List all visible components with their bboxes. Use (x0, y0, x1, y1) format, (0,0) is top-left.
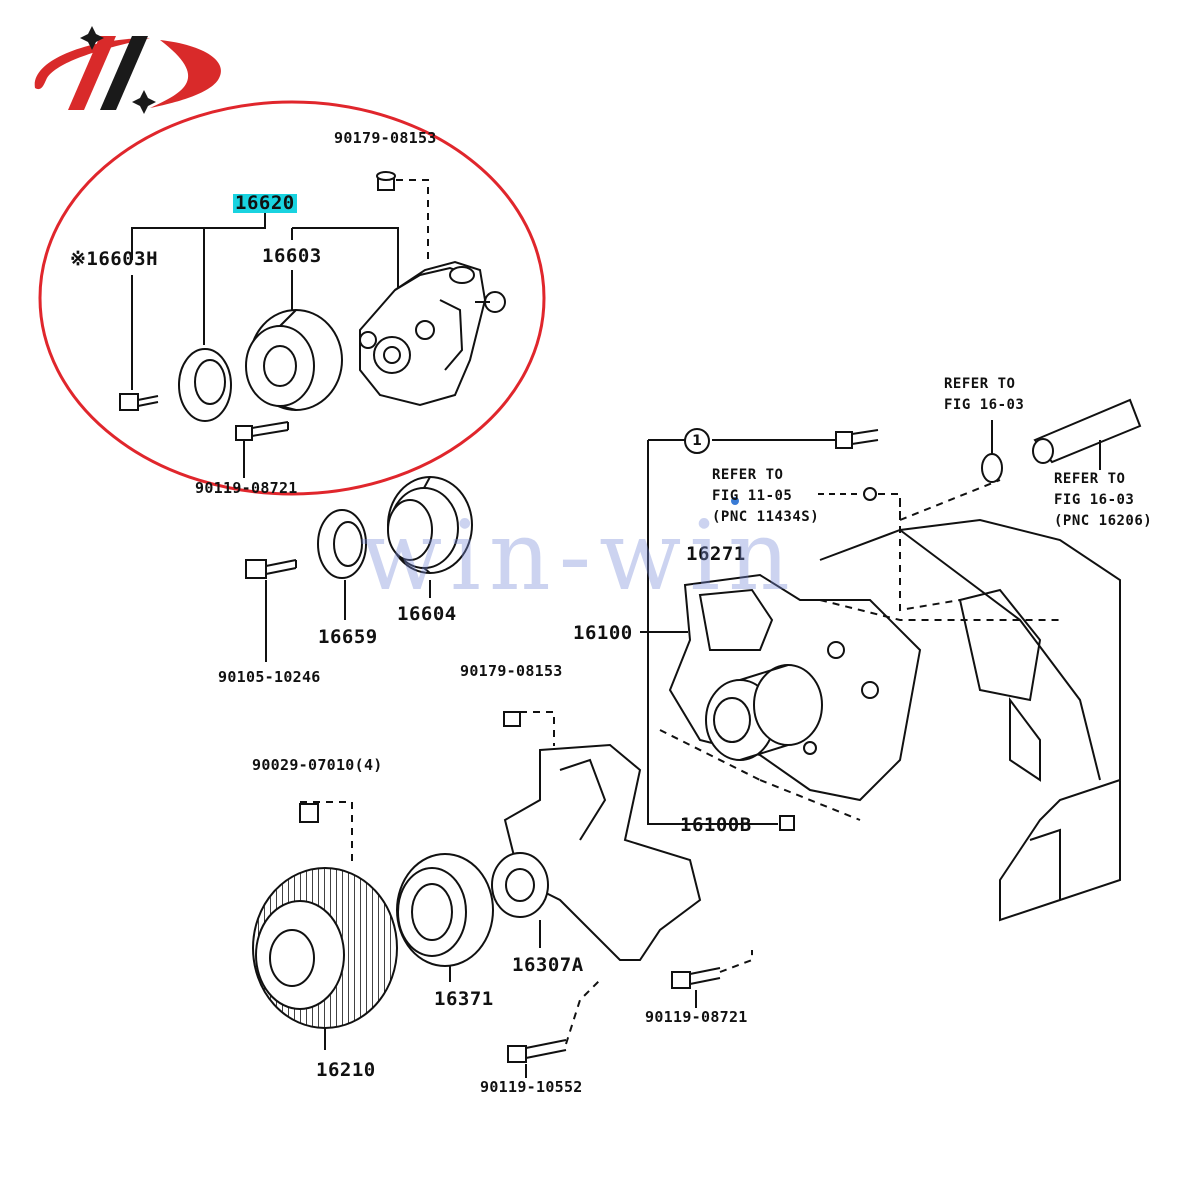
label-16604: 16604 (397, 603, 457, 625)
label-16100: 16100 (573, 622, 633, 644)
reference-circle-1: 1 (684, 428, 710, 454)
label-90119-10552: 90119-10552 (480, 1078, 583, 1096)
bolt-16603h-icon (119, 393, 159, 411)
bolt-90105-10246-icon (245, 559, 297, 662)
label-16603h: ※16603H (70, 248, 159, 270)
label-16307a: 16307A (512, 954, 584, 976)
label-90179-08153-mid: 90179-08153 (460, 662, 563, 680)
label-16100b: 16100B (680, 814, 752, 836)
label-90119-08721-bottom: 90119-08721 (645, 1008, 748, 1026)
label-16210: 16210 (316, 1059, 376, 1081)
fan-pulley-16371-icon (396, 853, 494, 982)
ref-mid-line2: FIG 11-05 (712, 488, 793, 504)
water-pipe-icon (1032, 398, 1142, 470)
watermark-text: win-win (360, 500, 798, 612)
label-90179-08153-top: 90179-08153 (334, 129, 437, 147)
bolt-90119-08721-bottom-icon (671, 950, 753, 1008)
label-90029-07010: 90029-07010(4) (252, 756, 383, 774)
water-pump-bracket-lines (647, 429, 901, 831)
label-16371: 16371 (434, 988, 494, 1010)
water-pump-16100-icon (640, 573, 922, 802)
label-90119-08721-top: 90119-08721 (195, 479, 298, 497)
label-16271: 16271 (686, 543, 746, 565)
nut-90029-07010-icon (299, 801, 353, 866)
blue-dot-marker (731, 497, 739, 505)
fan-clutch-16210-icon (252, 867, 398, 1050)
tensioner-bracket-icon (359, 260, 506, 407)
engine-block-icon (659, 479, 1121, 922)
idler-pulley-16603-icon (245, 309, 343, 411)
bolt-90119-08721-top-icon (235, 421, 289, 441)
ref-right-line2: FIG 16-03 (1054, 492, 1135, 508)
o-ring-icon (981, 420, 1003, 483)
win-win-logo-icon (34, 26, 221, 114)
label-16659: 16659 (318, 626, 378, 648)
ref-top-line2: FIG 16-03 (944, 397, 1025, 413)
fan-bracket-16307a-icon (491, 743, 702, 961)
dust-cover-16659-icon (317, 509, 367, 620)
ref-top-line1: REFER TO (944, 376, 1016, 392)
ref-right-line1: REFER TO (1054, 471, 1126, 487)
ref-right-line3: (PNC 16206) (1054, 513, 1153, 529)
bolt-90179-08153-mid-icon (503, 711, 555, 746)
dust-cover-icon (178, 348, 232, 422)
ref-mid-line3: (PNC 11434S) (712, 509, 820, 525)
pulley-16604-icon (387, 476, 473, 598)
label-16620-highlighted: 16620 (233, 192, 297, 214)
callout-circle (38, 100, 546, 496)
bolt-90119-10552-icon (507, 979, 601, 1078)
label-90105-10246: 90105-10246 (218, 668, 321, 686)
ref-mid-line1: REFER TO (712, 467, 784, 483)
bolt-90179-08153-top-icon (376, 171, 396, 191)
label-16603: 16603 (262, 245, 322, 267)
